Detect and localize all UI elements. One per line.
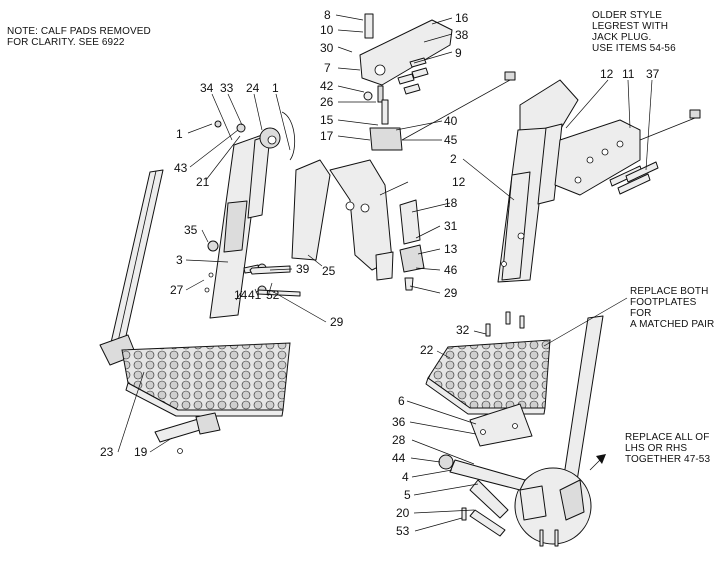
callout-46: 46 [444,263,458,277]
left-footplate-edge [125,382,284,417]
callout-45: 45 [444,133,458,147]
callout-43: 43 [174,161,188,175]
left-legrest [204,111,301,319]
callout-26: 26 [320,95,334,109]
note-footplates: REPLACE BOTH FOOTPLATES FOR A MATCHED PA… [630,286,715,330]
callout-8: 8 [324,8,331,22]
plate-6 [469,403,533,447]
calf-bracket [291,159,425,291]
callout-34: 34 [200,81,214,95]
callout-10: 10 [320,23,334,37]
top-clamp [359,13,516,151]
callout-3: 3 [176,253,183,267]
callout-40: 40 [444,114,458,128]
callout-39: 39 [296,262,310,276]
callout-12-right: 12 [600,67,614,81]
callout-33: 33 [220,81,234,95]
leader-lines [117,14,653,532]
callout-30: 30 [320,41,334,55]
callout-44: 44 [392,451,406,465]
callout-7: 7 [324,61,331,75]
callout-2: 2 [450,152,457,166]
callout-5: 5 [404,488,411,502]
left-footplate-assembly [99,169,291,454]
callout-24: 24 [246,81,260,95]
callout-42: 42 [320,79,334,93]
bolt-8 [364,13,374,39]
right-footplate-assembly [425,311,606,547]
callout-12-center: 12 [452,175,466,189]
callout-36: 36 [392,415,406,429]
callout-9: 9 [455,46,462,60]
callout-20: 20 [396,506,410,520]
part-13 [399,244,425,273]
callout-16: 16 [455,11,469,25]
callout-14: 14 [234,288,248,302]
callout-18: 18 [444,196,458,210]
callout-29-center: 29 [444,286,458,300]
callout-29-left: 29 [330,315,344,329]
callout-25: 25 [322,264,336,278]
callout-52: 52 [266,288,280,302]
tube-4 [449,459,526,491]
callout-53: 53 [396,524,410,538]
callout-28: 28 [392,433,406,447]
note-calf-pads: NOTE: CALF PADS REMOVED FOR CLARITY. SEE… [7,26,151,48]
callouts: 8 10 16 38 30 9 7 42 26 40 15 45 17 34 3… [100,8,660,538]
jack-plug-block [554,119,641,196]
callout-22: 22 [420,343,434,357]
calf-bracket-arm [291,159,331,261]
callout-23: 23 [100,445,114,459]
callout-41: 41 [248,288,262,302]
callout-38: 38 [455,28,469,42]
callout-31: 31 [444,219,458,233]
right-legrest [497,79,701,283]
note-lhs-rhs: REPLACE ALL OF LHS OR RHS TOGETHER 47-53 [625,432,711,465]
callout-13: 13 [444,242,458,256]
callout-19: 19 [134,445,148,459]
callout-11: 11 [622,67,635,81]
callout-21: 21 [196,175,210,189]
callout-35: 35 [184,223,198,237]
callout-32: 32 [456,323,470,337]
callout-27: 27 [170,283,184,297]
callout-4: 4 [402,470,409,484]
callout-17: 17 [320,129,334,143]
callout-15: 15 [320,113,334,127]
nut-35 [207,240,219,252]
cable-block [369,127,403,151]
callout-6: 6 [398,394,405,408]
note-older-style: OLDER STYLE LEGREST WITH JACK PLUG. USE … [592,10,676,54]
knob-44 [438,454,454,470]
callout-37: 37 [646,67,660,81]
callout-1-left: 1 [176,127,183,141]
callout-1-top: 1 [272,81,279,95]
